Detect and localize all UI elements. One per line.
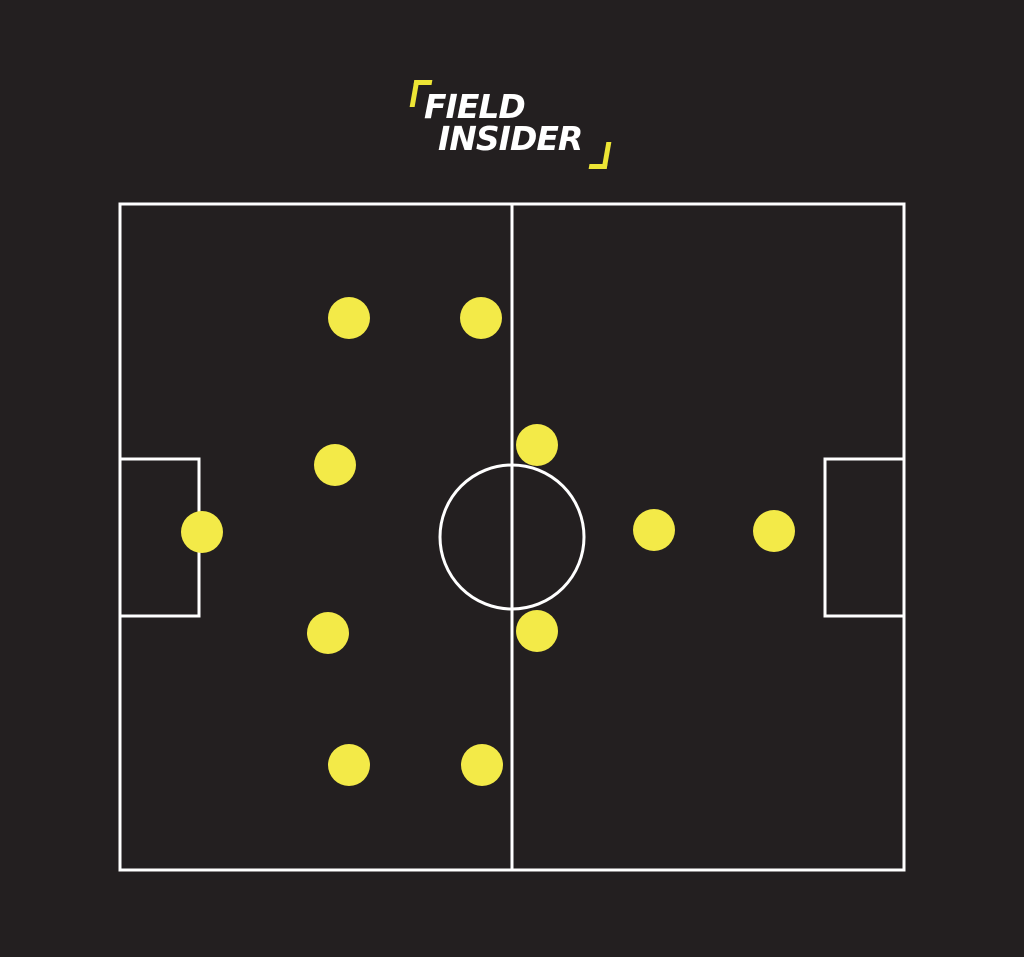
player-defender-top bbox=[328, 297, 370, 339]
logo-line-1: FIELD bbox=[424, 87, 526, 126]
player-attacker-upper bbox=[516, 424, 558, 466]
player-forward-far bbox=[753, 510, 795, 552]
centre-circle bbox=[438, 463, 586, 611]
player-defender-bottom bbox=[328, 744, 370, 786]
player-goalkeeper bbox=[181, 511, 223, 553]
logo-line-2: INSIDER bbox=[438, 119, 583, 158]
right-goal-box bbox=[823, 457, 906, 618]
player-defender-upper-mid bbox=[314, 444, 356, 486]
player-attacker-lower bbox=[516, 610, 558, 652]
player-midfielder-top bbox=[460, 297, 502, 339]
player-defender-lower-mid bbox=[307, 612, 349, 654]
player-midfielder-bottom bbox=[461, 744, 503, 786]
player-forward-center bbox=[633, 509, 675, 551]
field-insider-logo: FIELD INSIDER bbox=[409, 78, 615, 173]
